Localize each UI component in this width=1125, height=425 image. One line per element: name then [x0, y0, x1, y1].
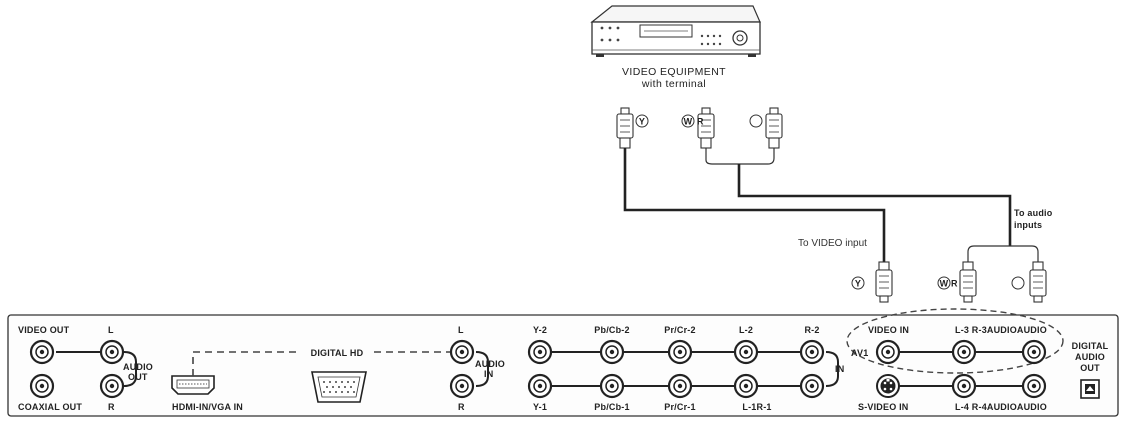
audio-in-label-2: IN [484, 369, 493, 379]
l3r3-audio-label: L-3 R-3AUDIOAUDIO [955, 325, 1047, 335]
top-y-label: Y [639, 117, 645, 127]
digital-hd-dash-left [192, 351, 300, 376]
l1-jack[interactable] [733, 373, 759, 399]
svideo-in-label: S-VIDEO IN [858, 402, 909, 412]
component-in-label: IN [835, 364, 844, 374]
bottom-y-label: Y [855, 279, 861, 289]
prcr1-label: Pr/Cr-1 [664, 402, 695, 412]
r1-jack[interactable] [799, 373, 825, 399]
audio-in-r-jack[interactable] [449, 373, 475, 399]
video-out-jack[interactable] [29, 339, 55, 365]
pbcb2-jack[interactable] [599, 339, 625, 365]
top-r-marker [749, 114, 763, 128]
bottom-w-marker [937, 276, 951, 290]
digital-audio-label-1: DIGITAL [1072, 341, 1109, 351]
digital-hd-label: DIGITAL HD [311, 348, 364, 358]
r2-jack[interactable] [799, 339, 825, 365]
bottom-w-plug [959, 261, 977, 303]
video-in-jack[interactable] [875, 339, 901, 365]
to-video-input-label: To VIDEO input [798, 238, 867, 249]
video-equipment-device [590, 5, 761, 57]
pbcb2-label: Pb/Cb-2 [594, 325, 629, 335]
hdmi-port[interactable] [171, 375, 215, 395]
bottom-r-label: R [951, 279, 958, 289]
audio-cable [737, 164, 1012, 246]
digital-audio-label-3: OUT [1080, 363, 1100, 373]
digital-audio-out-port[interactable] [1080, 379, 1100, 399]
r2-label: R-2 [804, 325, 819, 335]
y1-label: Y-1 [533, 402, 547, 412]
top-r-plug [765, 107, 783, 149]
equipment-title: VIDEO EQUIPMENT [622, 66, 726, 78]
l3-jack[interactable] [951, 339, 977, 365]
equipment-subtitle: with terminal [641, 78, 706, 90]
digital-audio-label-2: AUDIO [1075, 352, 1105, 362]
top-y-marker [635, 114, 649, 128]
audio-out-r-label: R [108, 402, 115, 412]
prcr1-jack[interactable] [667, 373, 693, 399]
top-w-plug [697, 107, 715, 149]
av1-highlight-ellipse [846, 308, 1064, 374]
bottom-w-label: W [940, 279, 949, 289]
l1r1-label: L-1R-1 [742, 402, 771, 412]
y1-jack[interactable] [527, 373, 553, 399]
l4r4-audio-label: L-4 R-4AUDIOAUDIO [955, 402, 1047, 412]
audio-in-label-1: AUDIO [475, 359, 505, 369]
coaxial-out-label: COAXIAL OUT [18, 402, 82, 412]
rca-jacks [29, 339, 1047, 399]
l2-jack[interactable] [733, 339, 759, 365]
av1-label: AV1 [851, 348, 868, 358]
prcr2-jack[interactable] [667, 339, 693, 365]
audio-out-label-2: OUT [128, 372, 148, 382]
video-cable [623, 148, 886, 262]
l2-label: L-2 [739, 325, 753, 335]
video-out-label: VIDEO OUT [18, 325, 70, 335]
pbcb1-label: Pb/Cb-1 [594, 402, 629, 412]
audio-in-l-label: L [458, 325, 464, 335]
audio-split-bottom [967, 245, 1039, 262]
to-audio-label-1: To audio [1014, 208, 1053, 218]
tv-back-panel [7, 314, 1119, 417]
pbcb1-jack[interactable] [599, 373, 625, 399]
bottom-y-plug [875, 261, 893, 303]
top-w-marker [681, 114, 695, 128]
y2-label: Y-2 [533, 325, 547, 335]
audio-out-l-label: L [108, 325, 114, 335]
prcr2-label: Pr/Cr-2 [664, 325, 695, 335]
bottom-y-marker [851, 276, 865, 290]
hdmi-vga-in-label: HDMI-IN/VGA IN [172, 402, 243, 412]
audio-out-r-jack[interactable] [99, 373, 125, 399]
bottom-r-plug [1029, 261, 1047, 303]
video-in-label: VIDEO IN [868, 325, 909, 335]
svideo-in-jack[interactable] [876, 374, 900, 398]
vga-port[interactable] [311, 371, 367, 403]
top-y-plug [616, 107, 634, 149]
audio-in-r-label: R [458, 402, 465, 412]
y2-jack[interactable] [527, 339, 553, 365]
audio-split-top [705, 148, 775, 165]
coaxial-out-jack[interactable] [29, 373, 55, 399]
top-r-label: R [697, 117, 704, 127]
to-audio-label-2: inputs [1014, 220, 1042, 230]
top-w-label: W [684, 117, 693, 127]
bottom-r-marker [1011, 276, 1025, 290]
audio-in-l-jack[interactable] [449, 339, 475, 365]
audio-out-l-jack[interactable] [99, 339, 125, 365]
l4-jack[interactable] [951, 373, 977, 399]
r4-jack[interactable] [1021, 373, 1047, 399]
audio-out-label-1: AUDIO [123, 362, 153, 372]
r3-jack[interactable] [1021, 339, 1047, 365]
